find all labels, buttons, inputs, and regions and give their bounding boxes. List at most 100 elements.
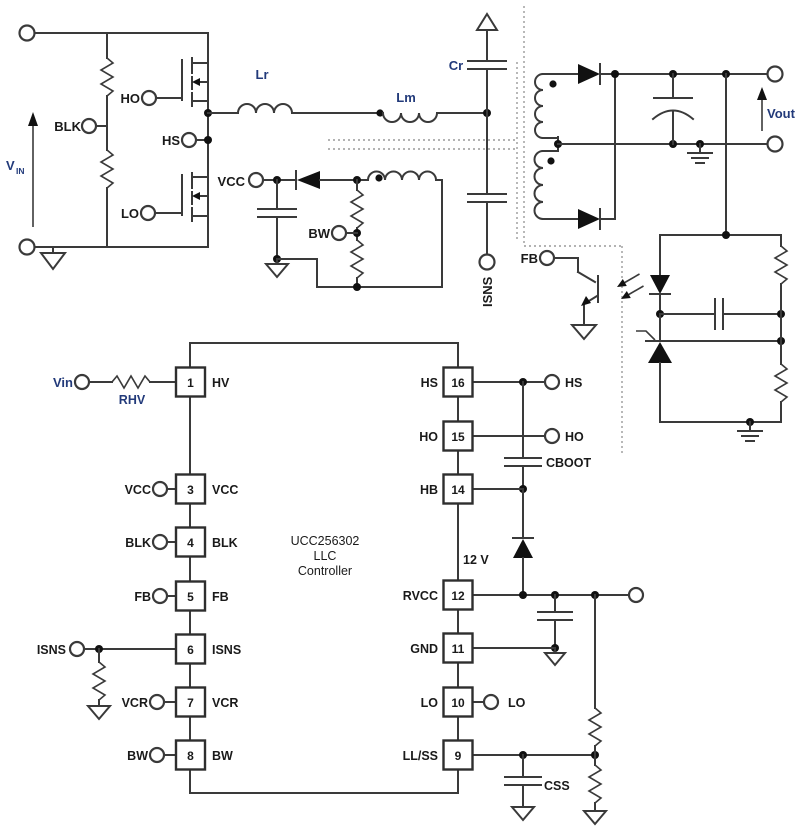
- pin-name-hb: HB: [420, 483, 438, 497]
- llss-resistor-bottom: [587, 764, 603, 804]
- vout-negative-terminal: [766, 135, 784, 153]
- ho-out-terminal: [543, 427, 561, 445]
- lr-label: Lr: [256, 67, 269, 82]
- pin-name-gnd: GND: [410, 642, 438, 656]
- rvcc-terminal: [627, 586, 645, 604]
- feedback-resistor-bottom: [773, 363, 789, 403]
- rhv-resistor: [111, 374, 151, 390]
- opto-led-diode: [650, 275, 670, 294]
- isns-vertical-label: ISNS: [480, 276, 495, 307]
- lm-polarity-dot: [376, 109, 384, 117]
- vin-sub-label: IN: [16, 166, 25, 176]
- pin-name-bw: BW: [212, 749, 233, 763]
- pin-num-4: 4: [187, 536, 194, 550]
- llss-resistor-top: [587, 707, 603, 747]
- rectifier-diode-top: [578, 64, 600, 84]
- cboot-label: CBOOT: [546, 456, 592, 470]
- pin-num-11: 11: [452, 642, 465, 656]
- pin-num-9: 9: [455, 749, 462, 763]
- pin-name-rvcc: RVCC: [403, 589, 438, 603]
- pin-name-lo: LO: [421, 696, 439, 710]
- lo-gate-terminal: [139, 204, 157, 222]
- vout-positive-terminal: [766, 65, 784, 83]
- pin-num-1: 1: [187, 376, 194, 390]
- rectifier-diode-bottom: [578, 209, 600, 229]
- pin-name-hs: HS: [421, 376, 438, 390]
- lm-inductor: [381, 111, 439, 123]
- lo-ext-label: LO: [508, 696, 526, 710]
- secondary-top-polarity-dot: [549, 80, 557, 88]
- blk-divider: BLK: [54, 32, 115, 248]
- ho-gate-terminal: [140, 89, 158, 107]
- input-ground-symbol: [39, 252, 67, 271]
- bw-resistor-top: [349, 189, 365, 229]
- ic-name-line1: UCC256302: [291, 534, 360, 548]
- hs-node: HS: [162, 109, 212, 149]
- blk-pin-terminal: [151, 533, 169, 551]
- pin-num-5: 5: [187, 590, 194, 604]
- vcc-pin-terminal: [151, 480, 169, 498]
- pin-box-16: [442, 366, 474, 398]
- bw-resistor-bottom: [349, 239, 365, 279]
- css-ground-symbol: [509, 806, 537, 822]
- pin-num-15: 15: [451, 430, 465, 444]
- input-rails: [18, 24, 209, 271]
- pin-num-14: 14: [451, 483, 465, 497]
- pin-box-6: [174, 633, 207, 665]
- ic-name-line2: LLC: [314, 549, 337, 563]
- lr-inductor: [236, 103, 294, 115]
- pin-name-llss: LL/SS: [403, 749, 438, 763]
- vin-arrow: V IN: [6, 112, 38, 227]
- pin-name-isns: ISNS: [212, 643, 241, 657]
- isns-ground-symbol: [85, 705, 113, 721]
- divider-resistor-bottom: [99, 149, 115, 189]
- pin-name-hv: HV: [212, 376, 230, 390]
- pin-box-4: [174, 526, 207, 558]
- pin-name-ho: HO: [419, 430, 438, 444]
- cr-capacitor: [467, 60, 507, 70]
- pin-box-14: [442, 473, 474, 505]
- blk-label: BLK: [54, 119, 81, 134]
- pin-box-10: [442, 686, 474, 718]
- css-capacitor: [504, 776, 542, 786]
- pin-box-12: [442, 579, 474, 611]
- upper-mosfet: HO: [121, 57, 209, 107]
- pin-num-6: 6: [187, 643, 194, 657]
- ic-body: [189, 342, 459, 794]
- feedback-ground-symbol: [737, 430, 763, 442]
- bootstrap-diode: [513, 539, 533, 558]
- pin-box-9: [442, 739, 474, 771]
- fb-pin-terminal: [151, 587, 169, 605]
- pin-name-fb: FB: [212, 590, 229, 604]
- controller-ic: UCC256302 LLC Controller: [189, 342, 459, 794]
- pin-box-8: [174, 739, 207, 771]
- rail-12v-label: 12 V: [463, 553, 489, 567]
- isns-sense-terminal: [478, 253, 496, 271]
- blk-ext-label: BLK: [125, 536, 151, 550]
- transformer-boundary-dotted-lines: [328, 6, 623, 455]
- lower-mosfet: LO: [121, 172, 209, 222]
- vcc-label: VCC: [218, 174, 246, 189]
- hs-out-terminal: [543, 373, 561, 391]
- rhv-label: RHV: [119, 393, 146, 407]
- cr-top-arrow: [475, 12, 499, 31]
- vout-label: Vout: [767, 106, 796, 121]
- cboot-capacitor: [504, 457, 542, 467]
- blk-terminal: [80, 117, 98, 135]
- fb-label: FB: [521, 251, 538, 266]
- bw-terminal: [330, 224, 348, 242]
- vin-terminal: [73, 373, 91, 391]
- vin-ext-label: Vin: [53, 375, 73, 390]
- rvcc-capacitor: [537, 611, 573, 621]
- divider-resistor-top: [99, 57, 115, 97]
- aux-winding-vcc-bw: VCC BW: [218, 170, 443, 291]
- opto-light-arrow-2: [621, 285, 644, 299]
- pin-num-10: 10: [451, 696, 465, 710]
- css-label: CSS: [544, 779, 570, 793]
- optocoupler: FB: [521, 249, 644, 341]
- pin-num-3: 3: [187, 483, 194, 497]
- pin-box-5: [174, 580, 207, 612]
- pin-box-3: [174, 473, 207, 505]
